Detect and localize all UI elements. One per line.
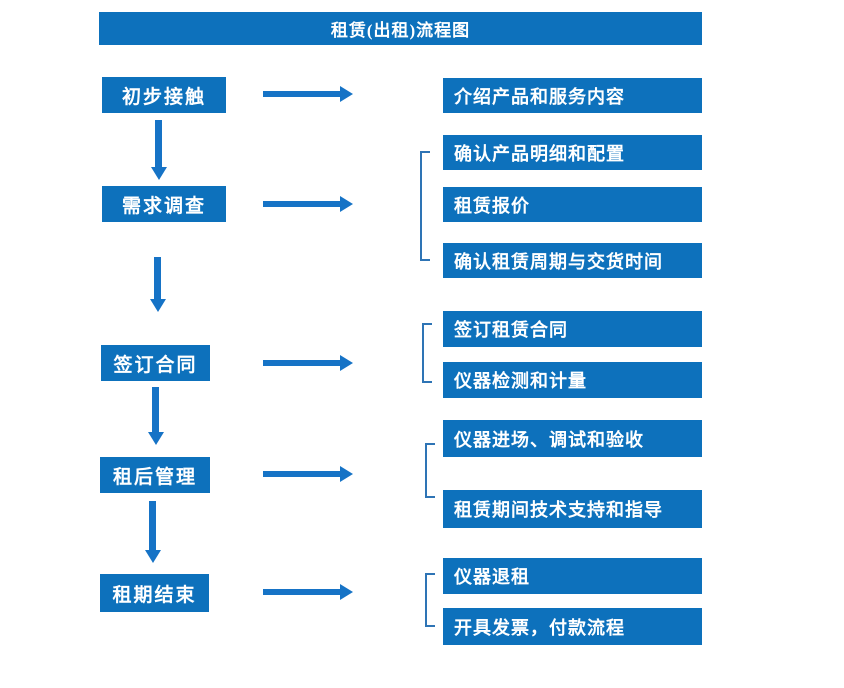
stage-box-sign-contract: 签订合同 xyxy=(101,345,210,381)
stage-box-initial-contact: 初步接触 xyxy=(102,77,226,113)
output-box-instrument-return: 仪器退租 xyxy=(443,558,702,594)
arrow-down-icon xyxy=(149,257,166,312)
bracket-connector xyxy=(420,151,430,261)
arrow-right-icon xyxy=(263,86,353,102)
arrow-right-icon xyxy=(263,196,353,212)
stage-box-demand-survey: 需求调查 xyxy=(102,186,226,222)
bracket-connector xyxy=(425,443,435,498)
arrow-right-icon xyxy=(263,466,353,482)
output-box-introduce-services: 介绍产品和服务内容 xyxy=(443,78,702,113)
output-box-confirm-period: 确认租赁周期与交货时间 xyxy=(443,243,702,278)
output-box-instrument-inspection: 仪器检测和计量 xyxy=(443,362,702,398)
arrow-right-icon xyxy=(263,584,353,600)
output-box-confirm-details: 确认产品明细和配置 xyxy=(443,135,702,170)
arrow-down-icon xyxy=(150,120,167,180)
stage-box-rental-end: 租期结束 xyxy=(100,574,209,612)
output-box-invoice-payment: 开具发票，付款流程 xyxy=(443,608,702,645)
bracket-connector xyxy=(422,323,432,383)
arrow-right-icon xyxy=(263,355,353,371)
arrow-down-icon xyxy=(144,501,161,563)
bracket-connector xyxy=(425,573,435,627)
stage-box-post-rental-management: 租后管理 xyxy=(100,457,210,493)
output-box-sign-lease-contract: 签订租赁合同 xyxy=(443,311,702,347)
output-box-tech-support: 租赁期间技术支持和指导 xyxy=(443,490,702,528)
output-box-rental-quote: 租赁报价 xyxy=(443,187,702,222)
arrow-down-icon xyxy=(147,387,164,445)
flowchart-title: 租赁(出租)流程图 xyxy=(99,12,702,45)
output-box-instrument-setup: 仪器进场、调试和验收 xyxy=(443,420,702,457)
